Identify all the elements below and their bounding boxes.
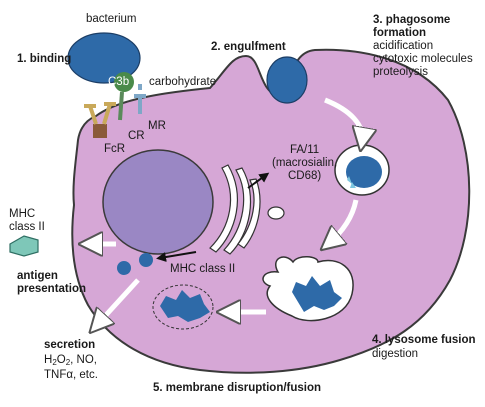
bacterium <box>67 32 141 84</box>
label-mhc-outside: MHC class II <box>9 208 45 233</box>
label-secretion-molecules: H2O2, NO, <box>44 354 97 369</box>
label-cr: CR <box>128 130 145 142</box>
label-c3b: C3b <box>108 76 130 88</box>
complement-receptor <box>114 72 134 121</box>
label-fcr: FcR <box>104 143 126 155</box>
engulfing-bacterium <box>266 56 308 104</box>
arrow-golgi-to-peptides <box>156 251 197 262</box>
arrow-to-secretion <box>96 278 140 326</box>
label-phagosome-steps: acidification cytotoxic molecules proteo… <box>373 40 473 78</box>
h2o2-sub-b: 2 <box>65 358 71 367</box>
label-digestion: digestion <box>372 348 419 360</box>
mhc-class-ii-molecule <box>9 235 39 257</box>
residual-body-membrane <box>152 284 214 330</box>
h2o2-sub-a: 2 <box>52 358 57 367</box>
vesicle <box>267 206 285 220</box>
proton-markers <box>347 176 356 188</box>
label-lysosome-fusion: 4. lysosome fusion <box>372 334 476 346</box>
peptide-dot <box>117 261 131 275</box>
label-mhc-inside: MHC class II <box>170 263 236 275</box>
label-fa11: FA/11 (macrosialin, CD68) <box>272 144 338 182</box>
h2o2-h: H <box>44 354 53 366</box>
label-antigen-presentation: antigen presentation <box>17 270 87 295</box>
label-carbohydrate: carbohydrate <box>149 76 217 88</box>
golgi-apparatus <box>209 164 261 255</box>
arrow-phagosome-to-lysosome <box>328 199 359 244</box>
h2o2-o: O <box>56 354 66 366</box>
arrow-golgi-to-fa11 <box>247 172 270 189</box>
residual-organism <box>160 290 210 322</box>
phagosome-bacterium <box>346 156 382 188</box>
peptide-dot <box>139 253 153 267</box>
arrow-engulf-to-phagosome <box>324 97 362 142</box>
digested-organism <box>292 276 342 312</box>
label-mr: MR <box>148 120 166 132</box>
label-bacterium: bacterium <box>86 13 137 25</box>
label-secretion-tnf: TNFα, etc. <box>44 369 98 381</box>
label-membrane-disruption: 5. membrane disruption/fusion <box>153 382 322 394</box>
nucleus <box>102 149 214 255</box>
label-secretion: secretion <box>44 339 96 351</box>
mannose-receptor <box>134 84 146 114</box>
label-binding: 1. binding <box>17 53 72 65</box>
fc-receptor <box>84 102 116 138</box>
label-engulfment: 2. engulfment <box>211 41 286 53</box>
label-phagosome-title: 3. phagosome formation <box>373 14 451 39</box>
secretion-rest: , NO, <box>70 354 98 366</box>
